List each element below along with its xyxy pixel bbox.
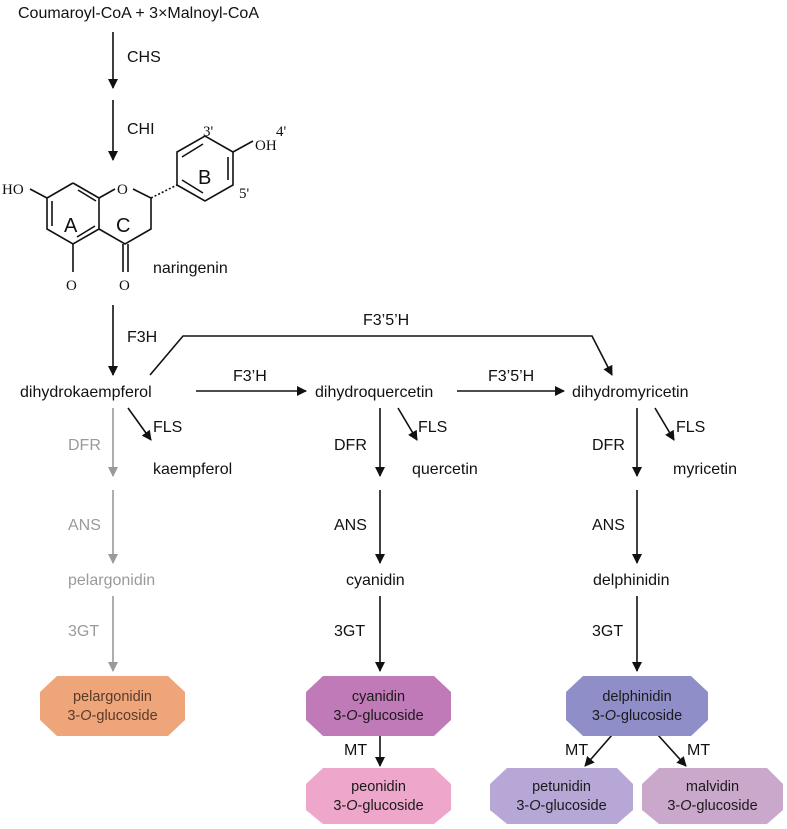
dihydromyricetin-label: dihydromyricetin [572,384,688,401]
ho-label: HO [2,182,24,198]
mt-label-2: MT [565,742,588,759]
position-4-label: 4' [276,124,287,140]
gt-label-3: 3GT [592,623,623,640]
naringenin-structure: HO O O O OH 3' 4' 5' A C B naringenin [2,124,287,294]
delphinidin-glucoside-name: delphinidin [602,689,671,705]
pelargonidin-glucoside-box: pelargonidin 3-O-glucoside [40,676,185,736]
pelargonidin-glucoside-name: pelargonidin [73,689,152,705]
cyanidin-glucoside-name: cyanidin [352,689,405,705]
delphinidin-glucoside-box: delphinidin 3-O-glucoside [566,676,708,736]
gt-label-1: 3GT [68,623,99,640]
o-label-5: O [66,278,77,294]
mt-label-3: MT [687,742,710,759]
dfr-label-3: DFR [592,437,625,454]
chs-label: CHS [127,49,161,66]
f35h-top-label: F3’5’H [363,312,409,329]
delphinidin-glucoside-subtitle: 3-O-glucoside [592,708,682,724]
malvidin-glucoside-subtitle: 3-O-glucoside [667,798,757,814]
fls-arrow-2 [397,407,418,441]
fls-label-3: FLS [676,419,705,436]
fls-label-1: FLS [153,419,182,436]
chi-label: CHI [127,121,155,138]
pelargonidin-glucoside-subtitle: 3-O-glucoside [67,708,157,724]
dihydroquercetin-label: dihydroquercetin [315,384,433,401]
ans-label-2: ANS [334,517,367,534]
position-3-label: 3' [203,124,214,140]
gt-label-2: 3GT [334,623,365,640]
cyanidin-label: cyanidin [346,572,405,589]
cyanidin-glucoside-box: cyanidin 3-O-glucoside [306,676,451,736]
mt-arrow-2 [584,734,613,767]
petunidin-glucoside-box: petunidin 3-O-glucoside [490,768,633,824]
peonidin-glucoside-name: peonidin [351,779,406,795]
ring-b-label: B [198,167,211,189]
delphinidin-label: delphinidin [593,572,670,589]
dfr-label-2: DFR [334,437,367,454]
position-5-label: 5' [239,186,250,202]
mt-label-1: MT [344,742,367,759]
kaempferol-label: kaempferol [153,461,232,478]
ring-oxygen-label: O [117,182,128,198]
o-label-carbonyl: O [119,278,130,294]
pelargonidin-label: pelargonidin [68,572,155,589]
dihydrokaempferol-label: dihydrokaempferol [20,384,152,401]
f35h-bypass-arrow [149,335,613,376]
malvidin-glucoside-box: malvidin 3-O-glucoside [642,768,783,824]
substrates-label: Coumaroyl-CoA + 3×Malnoyl-CoA [18,5,259,22]
cyanidin-glucoside-subtitle: 3-O-glucoside [333,708,423,724]
peonidin-glucoside-subtitle: 3-O-glucoside [333,798,423,814]
myricetin-label: myricetin [673,461,737,478]
mt-arrow-3 [657,734,687,767]
naringenin-label: naringenin [153,260,228,277]
ring-a-label: A [64,215,78,237]
f3h-label: F3H [127,329,157,346]
ans-label-3: ANS [592,517,625,534]
ring-c-label: C [116,215,130,237]
petunidin-glucoside-subtitle: 3-O-glucoside [516,798,606,814]
oh-label: OH [255,138,277,154]
dfr-label-1: DFR [68,437,101,454]
fls-arrow-3 [654,407,675,441]
ans-label-1: ANS [68,517,101,534]
f35h-mid-label: F3’5’H [488,368,534,385]
quercetin-label: quercetin [412,461,478,478]
fls-label-2: FLS [418,419,447,436]
malvidin-glucoside-name: malvidin [686,779,739,795]
f3h-prime-label: F3’H [233,368,267,385]
fls-arrow-1 [127,407,152,441]
peonidin-glucoside-box: peonidin 3-O-glucoside [306,768,451,824]
petunidin-glucoside-name: petunidin [532,779,591,795]
